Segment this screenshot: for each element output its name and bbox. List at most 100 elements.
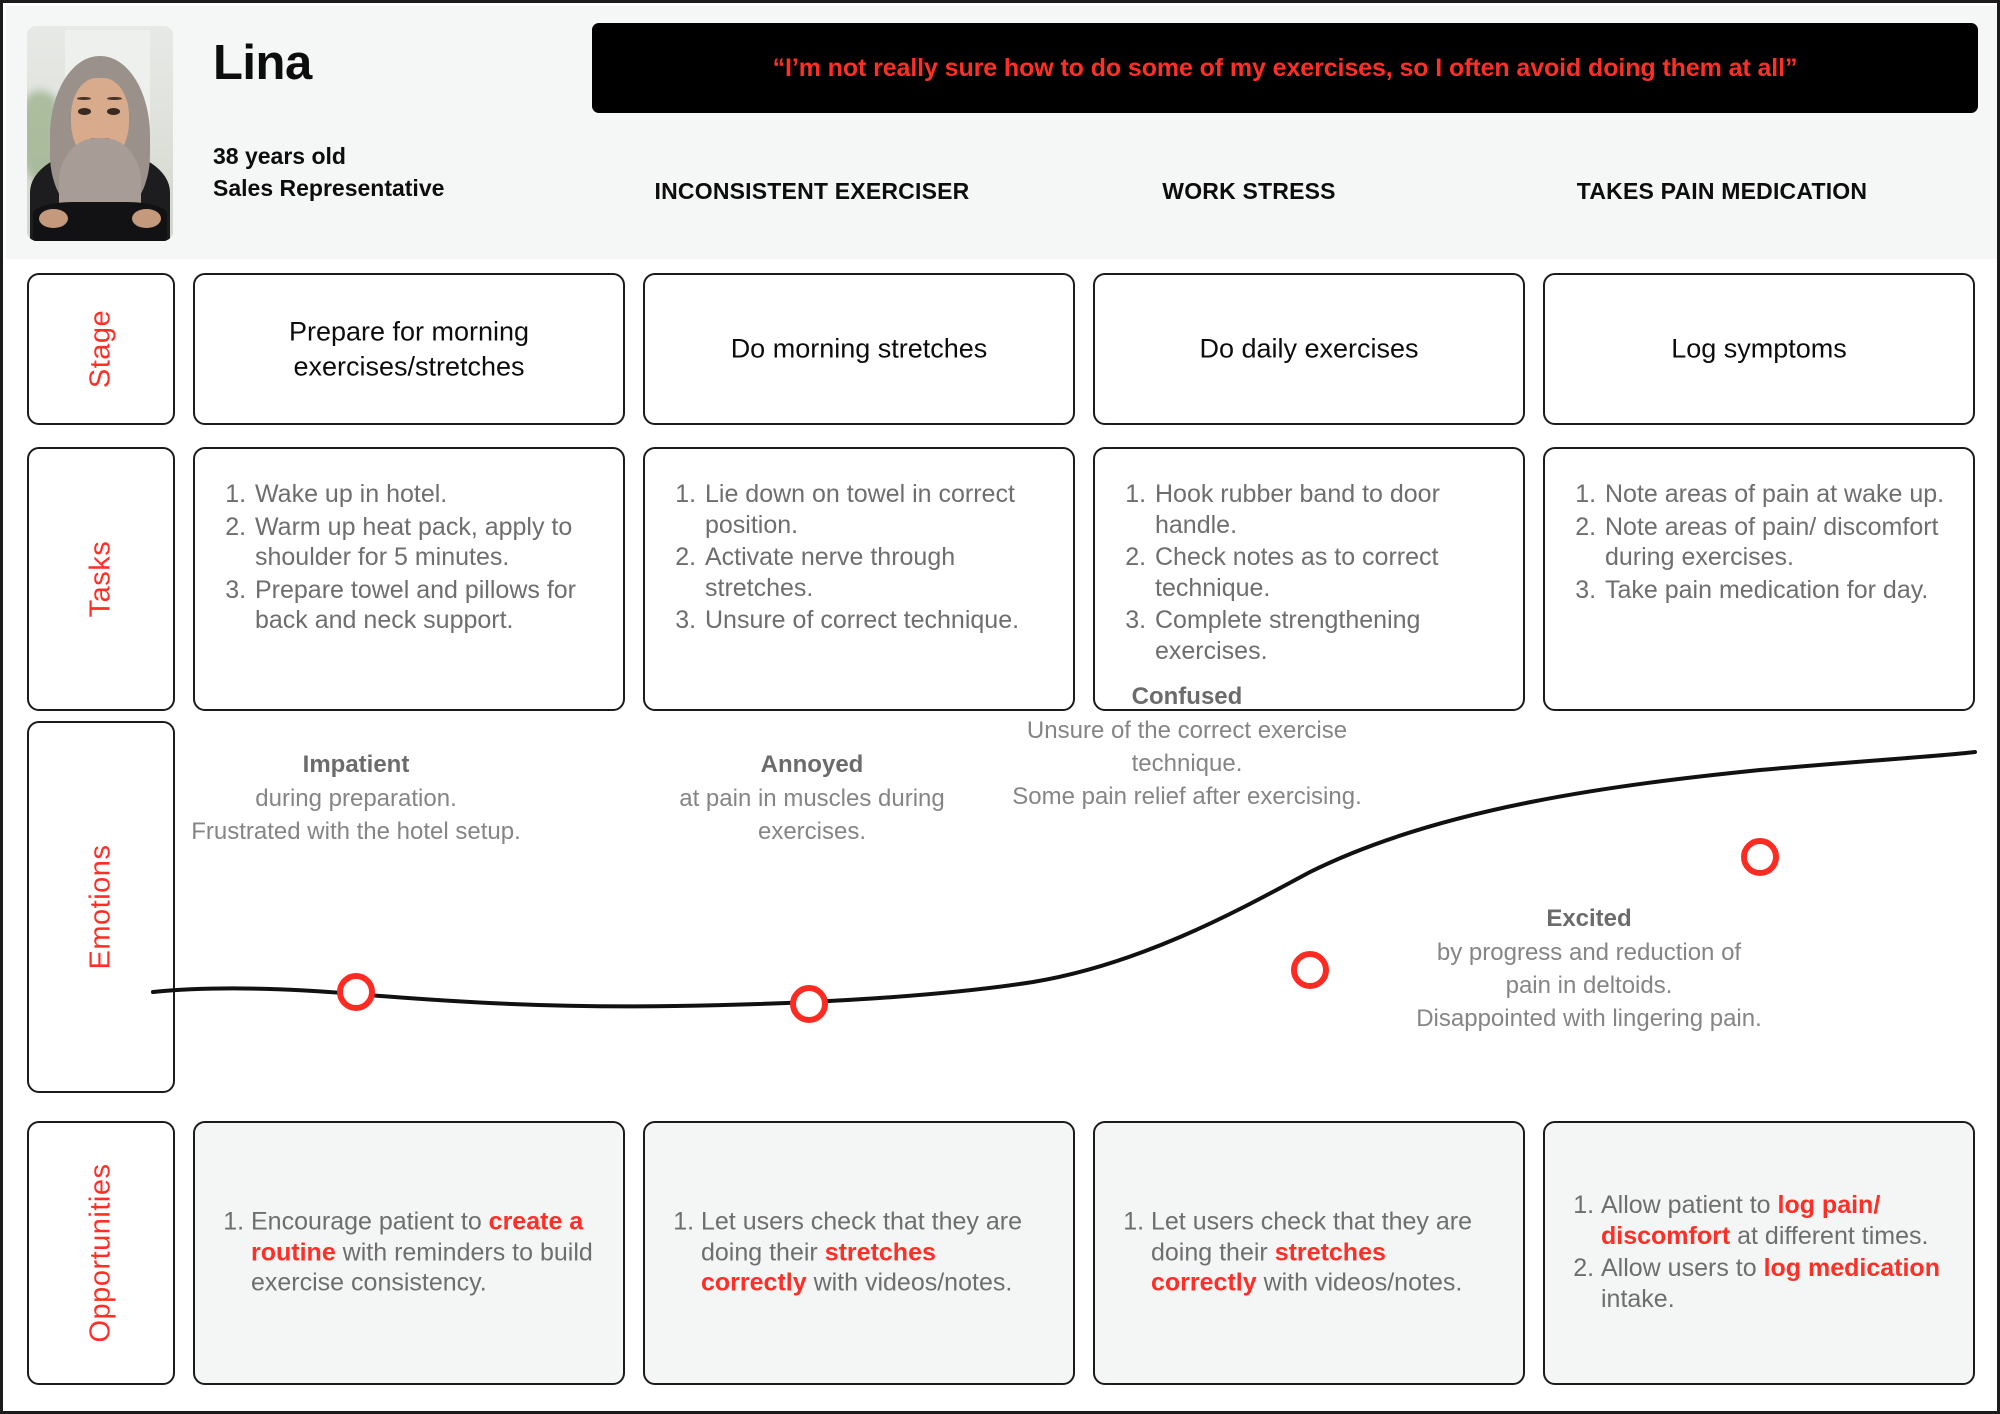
tasks-card-1[interactable]: Wake up in hotel.Warm up heat pack, appl… — [193, 447, 625, 711]
avatar-eye-right — [107, 107, 121, 115]
body-text: Encourage patient to — [251, 1207, 489, 1236]
avatar — [27, 26, 173, 241]
stage-card-1[interactable]: Prepare for morning exercises/stretches — [193, 273, 625, 425]
list-item: Prepare towel and pillows for back and n… — [253, 575, 601, 636]
list-item: Wake up in hotel. — [253, 479, 601, 510]
opportunity-card-2[interactable]: Let users check that they are doing thei… — [643, 1121, 1075, 1385]
tagline-inconsistent-exerciser: INCONSISTENT EXERCISER — [654, 178, 970, 204]
opportunity-list-3: Let users check that they are doing thei… — [1095, 1206, 1523, 1298]
stage-card-3[interactable]: Do daily exercises — [1093, 273, 1525, 425]
tasks-card-4[interactable]: Note areas of pain at wake up.Note areas… — [1543, 447, 1975, 711]
opportunity-card-1[interactable]: Encourage patient to create a routine wi… — [193, 1121, 625, 1385]
emotion-block-4: Excited by progress and reduction of pai… — [1203, 902, 1975, 1035]
persona-quote-text: “I’m not really sure how to do some of m… — [772, 53, 1798, 82]
tasks-card-2[interactable]: Lie down on towel in correct position.Ac… — [643, 447, 1075, 711]
list-item: Warm up heat pack, apply to shoulder for… — [253, 512, 601, 573]
emotion-line-3-1: Unsure of the correct exercise — [1026, 717, 1348, 745]
row-label-stage: Stage — [27, 273, 175, 425]
emotion-line-1-2: Frustrated with the hotel setup. — [191, 818, 521, 846]
emotions-chart: Impatient during preparation. Frustrated… — [151, 683, 1977, 1090]
emotion-marker-1[interactable] — [337, 973, 375, 1011]
tagline-takes-pain-medication: TAKES PAIN MEDICATION — [1576, 178, 1868, 204]
tasks-list-2: Lie down on towel in correct position.Ac… — [645, 479, 1073, 636]
body-text: at different times. — [1730, 1221, 1929, 1250]
emotion-line-2-1: at pain in muscles during — [679, 785, 945, 813]
stage-card-4-text: Log symptoms — [1671, 333, 1847, 364]
highlighted-text: stretches correctly — [701, 1237, 936, 1297]
tagline-work-stress: WORK STRESS — [1162, 178, 1336, 204]
emotion-line-3-2: technique. — [1131, 750, 1243, 778]
stage-card-3-text: Do daily exercises — [1199, 333, 1419, 364]
list-item: Activate nerve through stretches. — [703, 542, 1051, 603]
list-item: Let users check that they are doing thei… — [701, 1206, 1047, 1298]
opportunity-list-4: Allow patient to log pain/ discomfort at… — [1545, 1190, 1973, 1314]
tasks-list-1: Wake up in hotel.Warm up heat pack, appl… — [195, 479, 623, 636]
row-label-tasks: Tasks — [27, 447, 175, 711]
list-item: Unsure of correct technique. — [703, 605, 1051, 636]
body-text: with reminders to build exercise consist… — [251, 1237, 593, 1297]
persona-header: Lina 38 years old Sales Representative “… — [6, 6, 1997, 259]
row-label-stage-text: Stage — [84, 309, 117, 389]
stage-card-4[interactable]: Log symptoms — [1543, 273, 1975, 425]
tasks-list-3: Hook rubber band to door handle.Check no… — [1095, 479, 1523, 666]
body-text: with videos/notes. — [1256, 1268, 1463, 1297]
body-text: Allow patient to — [1601, 1191, 1778, 1219]
emotion-line-4-2: pain in deltoids. — [1505, 972, 1673, 1000]
emotion-line-1-1: during preparation. — [255, 785, 457, 813]
avatar-hand-left — [38, 208, 68, 229]
body-text: with videos/notes. — [806, 1268, 1013, 1297]
emotion-title-1: Impatient — [302, 751, 410, 778]
opportunity-list-2: Let users check that they are doing thei… — [645, 1206, 1073, 1298]
row-label-tasks-text: Tasks — [84, 540, 117, 618]
emotion-block-2: Annoyed at pain in muscles during exerci… — [609, 748, 1015, 848]
emotion-block-3: Confused Unsure of the correct exercise … — [813, 680, 1561, 813]
avatar-eye-left — [78, 107, 92, 115]
list-item: Hook rubber band to door handle. — [1153, 479, 1501, 540]
tasks-card-3[interactable]: Hook rubber band to door handle.Check no… — [1093, 447, 1525, 711]
avatar-hand-right — [132, 208, 162, 229]
persona-age: 38 years old — [213, 143, 346, 169]
emotion-marker-4[interactable] — [1741, 838, 1779, 876]
row-label-opportunities: Opportunities — [27, 1121, 175, 1385]
row-label-opportunities-text: Opportunities — [84, 1163, 117, 1343]
body-text: intake. — [1601, 1284, 1675, 1313]
opportunity-card-4[interactable]: Allow patient to log pain/ discomfort at… — [1543, 1121, 1975, 1385]
body-text: Allow users to — [1601, 1254, 1764, 1282]
emotion-marker-3[interactable] — [1291, 951, 1329, 989]
list-item: Allow users to log medication intake. — [1601, 1253, 1947, 1314]
emotion-line-4-1: by progress and reduction of — [1436, 939, 1742, 967]
emotion-line-2-2: exercises. — [757, 818, 867, 846]
emotion-title-3: Confused — [1131, 683, 1243, 710]
emotion-marker-2[interactable] — [790, 985, 828, 1023]
emotion-title-4: Excited — [1546, 905, 1632, 932]
emotion-curve-line — [151, 750, 1977, 1009]
emotion-title-2: Annoyed — [760, 751, 864, 778]
body-text: Let users check that they are doing thei… — [1151, 1207, 1473, 1266]
highlighted-text: stretches correctly — [1151, 1237, 1386, 1297]
row-label-emotions-text: Emotions — [84, 844, 117, 970]
row-label-emotions: Emotions — [27, 721, 175, 1093]
stage-card-2[interactable]: Do morning stretches — [643, 273, 1075, 425]
highlighted-text: create a routine — [251, 1207, 584, 1266]
opportunity-list-1: Encourage patient to create a routine wi… — [195, 1206, 623, 1298]
highlighted-text: log pain/ discomfort — [1601, 1191, 1881, 1250]
avatar-brow-left — [76, 96, 92, 101]
list-item: Complete strengthening exercises. — [1153, 605, 1501, 666]
list-item: Let users check that they are doing thei… — [1151, 1206, 1497, 1298]
body-text: Let users check that they are doing thei… — [701, 1207, 1023, 1266]
highlighted-text: log medication — [1763, 1254, 1940, 1282]
avatar-brow-right — [107, 96, 122, 101]
list-item: Lie down on towel in correct position. — [703, 479, 1051, 540]
list-item: Check notes as to correct technique. — [1153, 542, 1501, 603]
emotion-line-4-3: Disappointed with lingering pain. — [1416, 1005, 1762, 1033]
stage-card-2-text: Do morning stretches — [730, 333, 988, 364]
persona-quote-banner: “I’m not really sure how to do some of m… — [592, 23, 1978, 113]
persona-details: 38 years old Sales Representative — [213, 141, 444, 204]
list-item: Take pain medication for day. — [1603, 575, 1951, 606]
stage-card-1-text: Prepare for morning exercises/stretches — [288, 316, 530, 381]
emotion-line-3-3: Some pain relief after exercising. — [1012, 783, 1362, 811]
opportunity-card-3[interactable]: Let users check that they are doing thei… — [1093, 1121, 1525, 1385]
persona-role: Sales Representative — [213, 174, 445, 201]
list-item: Note areas of pain/ discomfort during ex… — [1603, 512, 1951, 573]
